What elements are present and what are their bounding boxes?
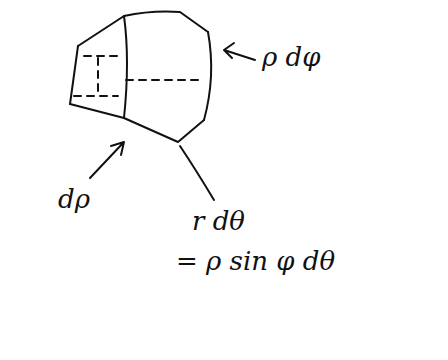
math-label: = ρ sin φ dθ xyxy=(176,248,335,274)
leader-arrow xyxy=(224,43,255,60)
middle-edge xyxy=(124,16,127,118)
leader-arrow xyxy=(90,142,124,178)
leader-line xyxy=(180,146,214,200)
right-edge xyxy=(204,32,211,120)
hidden-edge xyxy=(74,56,200,96)
math-label: dρ xyxy=(58,186,90,212)
top-edge xyxy=(78,12,208,47)
math-label: r dθ xyxy=(192,208,245,234)
bottom-edge xyxy=(70,104,204,142)
math-label: ρ dφ xyxy=(262,44,320,70)
